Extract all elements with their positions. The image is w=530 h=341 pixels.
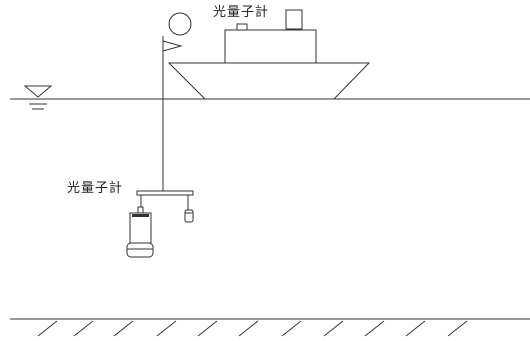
water-level-symbol-icon (23, 85, 53, 110)
ship-cabin (224, 23, 317, 64)
ship-sensor-box (285, 9, 303, 30)
sensor-crossbar (136, 190, 194, 210)
seabed (10, 318, 530, 337)
ship-sensor-label: 光量子計 (213, 5, 270, 20)
underwater-sensor-label: 光量子計 (67, 181, 124, 196)
underwater-sensor-canister (126, 206, 154, 258)
ship-hull (167, 62, 371, 100)
underwater-sensor-small (184, 209, 194, 223)
mast-circle (168, 12, 192, 36)
flag-icon (162, 40, 183, 52)
